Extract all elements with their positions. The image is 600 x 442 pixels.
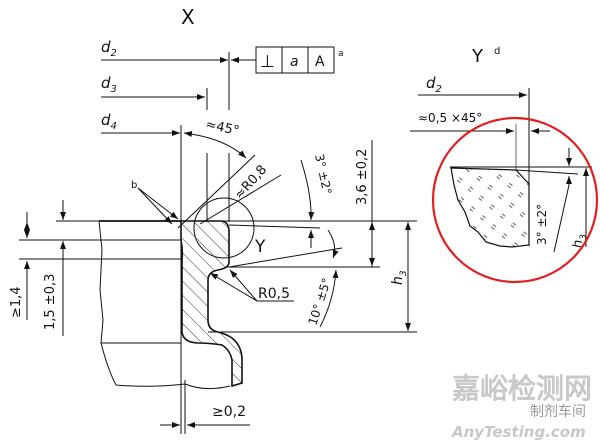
perpendicularity-frame: ⊥ a A a	[255, 46, 344, 74]
tolerance-value: a	[290, 54, 299, 70]
highlight-circle	[431, 116, 599, 284]
watermark-en: AnyTesting.com	[451, 423, 586, 441]
frame-note: a	[338, 49, 344, 59]
radius-05-label: R0,5	[258, 286, 290, 302]
angle-10-label: 10° ±5°	[306, 276, 334, 327]
min-02-label: ≥0,2	[212, 404, 246, 420]
detail-note-d: d	[494, 46, 500, 57]
angle-45-arc	[183, 130, 247, 159]
chamfer-label: ≈0,5 ×45°	[418, 111, 482, 125]
height-36-label: 3,6 ±0,2	[355, 149, 370, 205]
watermark: 嘉峪检测网 制剂车间 AnyTesting.com	[451, 372, 592, 441]
note-b-label: b	[131, 180, 137, 191]
d4-label: d4	[101, 111, 117, 132]
hatched-section	[180, 220, 243, 388]
perpendicularity-symbol: ⊥	[260, 52, 275, 72]
detail-angle-label: 3° ±2°	[535, 204, 549, 245]
radius-08-label: ≈R0,8	[232, 162, 270, 202]
angle-45-label: ≈45°	[204, 117, 240, 139]
detail-h3-label: h3	[571, 234, 589, 248]
h3-label: h3	[390, 270, 409, 285]
dim-15-label: 1,5 ±0,3	[43, 274, 58, 330]
watermark-wechat: 制剂车间	[530, 403, 586, 420]
angle-3-label: 3° ±2°	[312, 153, 334, 196]
watermark-cn: 嘉峪检测网	[452, 372, 592, 405]
detail-hatched-section	[450, 167, 530, 248]
part-body-outline	[98, 220, 231, 390]
d2-label: d2	[101, 38, 117, 59]
circle-y-label: Y	[254, 237, 266, 257]
d3-label: d3	[101, 74, 117, 95]
detail-d2-label: d2	[426, 74, 442, 95]
min-14-label: ≥1,4	[9, 286, 24, 318]
view-label-x: X	[181, 5, 195, 29]
view-label-y: Y	[471, 46, 484, 67]
datum-label: A	[315, 54, 325, 70]
